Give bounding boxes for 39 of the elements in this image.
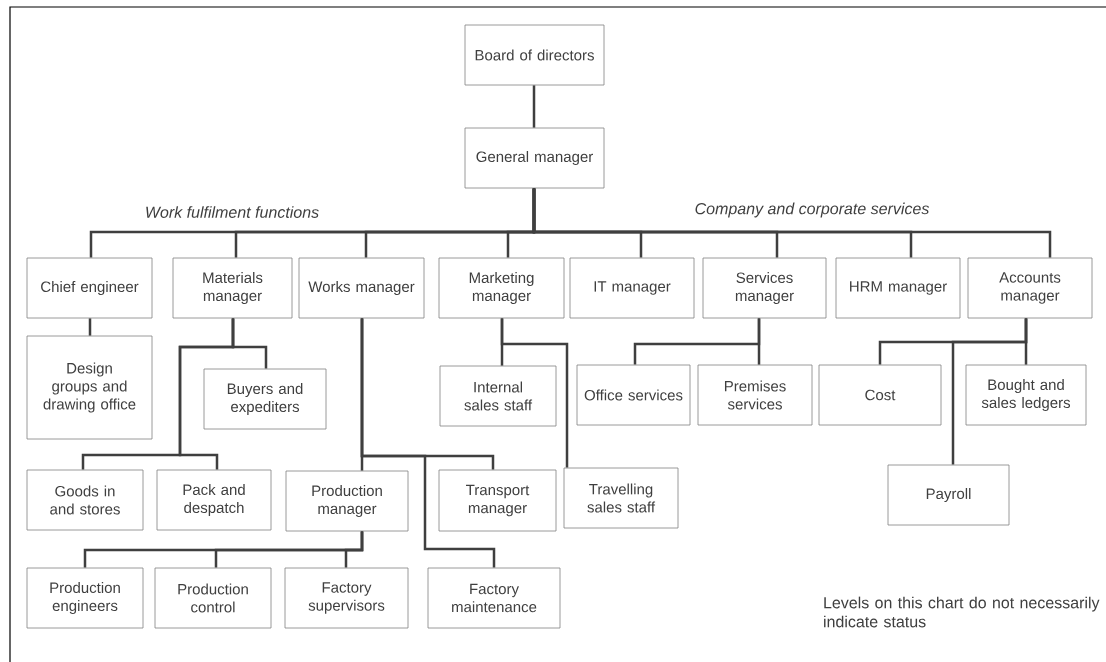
connector-line	[532, 188, 1052, 258]
org-box: Marketing manager	[438, 257, 565, 319]
org-box: Office services	[576, 364, 691, 426]
org-box: Production manager	[285, 470, 409, 532]
org-box: Travelling sales staff	[563, 467, 679, 529]
section-heading: Work fulfilment functions	[146, 206, 319, 218]
org-box: Design groups and drawing office	[26, 335, 153, 440]
org-box: Cost	[818, 364, 942, 426]
org-box: Accounts manager	[967, 257, 1093, 319]
org-box: HRM manager	[835, 257, 961, 319]
org-box: Internal sales staff	[439, 365, 557, 427]
section-heading: Company and corporate services	[695, 202, 929, 218]
connector-line	[360, 318, 496, 568]
org-box: Transport manager	[438, 469, 557, 532]
connector-line	[88, 318, 92, 336]
org-box: Payroll	[887, 464, 1010, 526]
note-text: Levels on this chart do not necessarily indicate status	[824, 596, 1100, 628]
org-box: Chief engineer	[26, 257, 153, 319]
connector-line	[951, 318, 1028, 465]
org-box: Bought and sales ledgers	[965, 364, 1087, 426]
org-box: Materials manager	[172, 257, 293, 319]
org-box: IT manager	[569, 257, 695, 319]
org-box: Services manager	[702, 257, 827, 319]
connector-line	[500, 318, 569, 468]
org-box: Pack and despatch	[156, 469, 272, 531]
connector-line	[757, 318, 761, 365]
org-box: Production control	[154, 567, 272, 629]
org-box: Board of directors	[464, 24, 605, 86]
connector-line	[344, 531, 364, 568]
org-box: Production engineers	[26, 567, 144, 629]
connector-line	[532, 85, 536, 128]
connector-line	[178, 318, 235, 470]
org-box: Factory supervisors	[284, 567, 409, 629]
org-box: General manager	[464, 127, 605, 189]
org-box: Works manager	[298, 257, 425, 319]
org-box: Premises services	[697, 364, 813, 426]
org-box: Goods in and stores	[26, 469, 144, 531]
org-box: Factory maintenance	[427, 567, 561, 629]
org-box: Buyers and expediters	[203, 368, 327, 430]
